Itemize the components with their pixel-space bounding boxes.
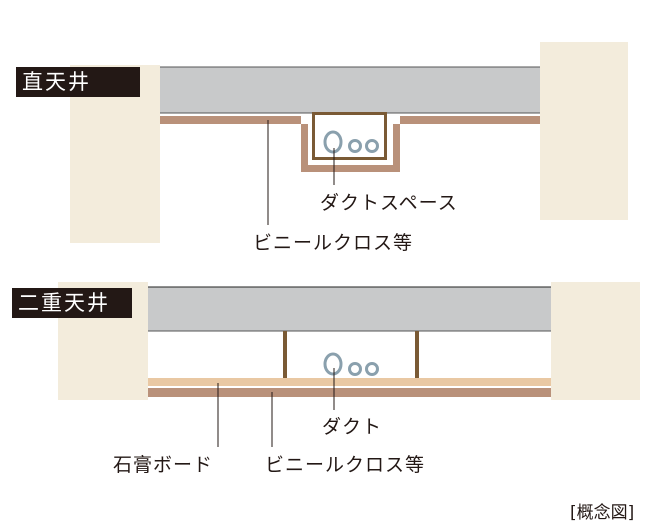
bottom-right-wall (551, 282, 640, 400)
duct-space-label: ダクトスペース (320, 192, 458, 214)
gypsum-label: 石膏ボード (113, 454, 214, 476)
bottom-duct-icon (323, 352, 379, 376)
top-slab (160, 67, 540, 113)
double-ceiling-title: 二重天井 (12, 288, 132, 318)
bottom-cloth-label: ビニールクロス等 (265, 454, 426, 476)
duct-label: ダクト (322, 416, 383, 438)
top-cloth-layer (160, 116, 540, 172)
bottom-slab (148, 287, 551, 331)
hanger-right (415, 331, 419, 378)
hanger-left (283, 331, 287, 378)
top-right-wall (540, 42, 628, 220)
top-cloth-label: ビニールクロス等 (253, 232, 414, 254)
bottom-cloth-layer (148, 388, 551, 397)
top-duct-icon (323, 130, 379, 154)
direct-ceiling-title: 直天井 (16, 67, 140, 97)
gypsum-board (148, 378, 551, 386)
concept-note: [概念図] (570, 503, 635, 522)
